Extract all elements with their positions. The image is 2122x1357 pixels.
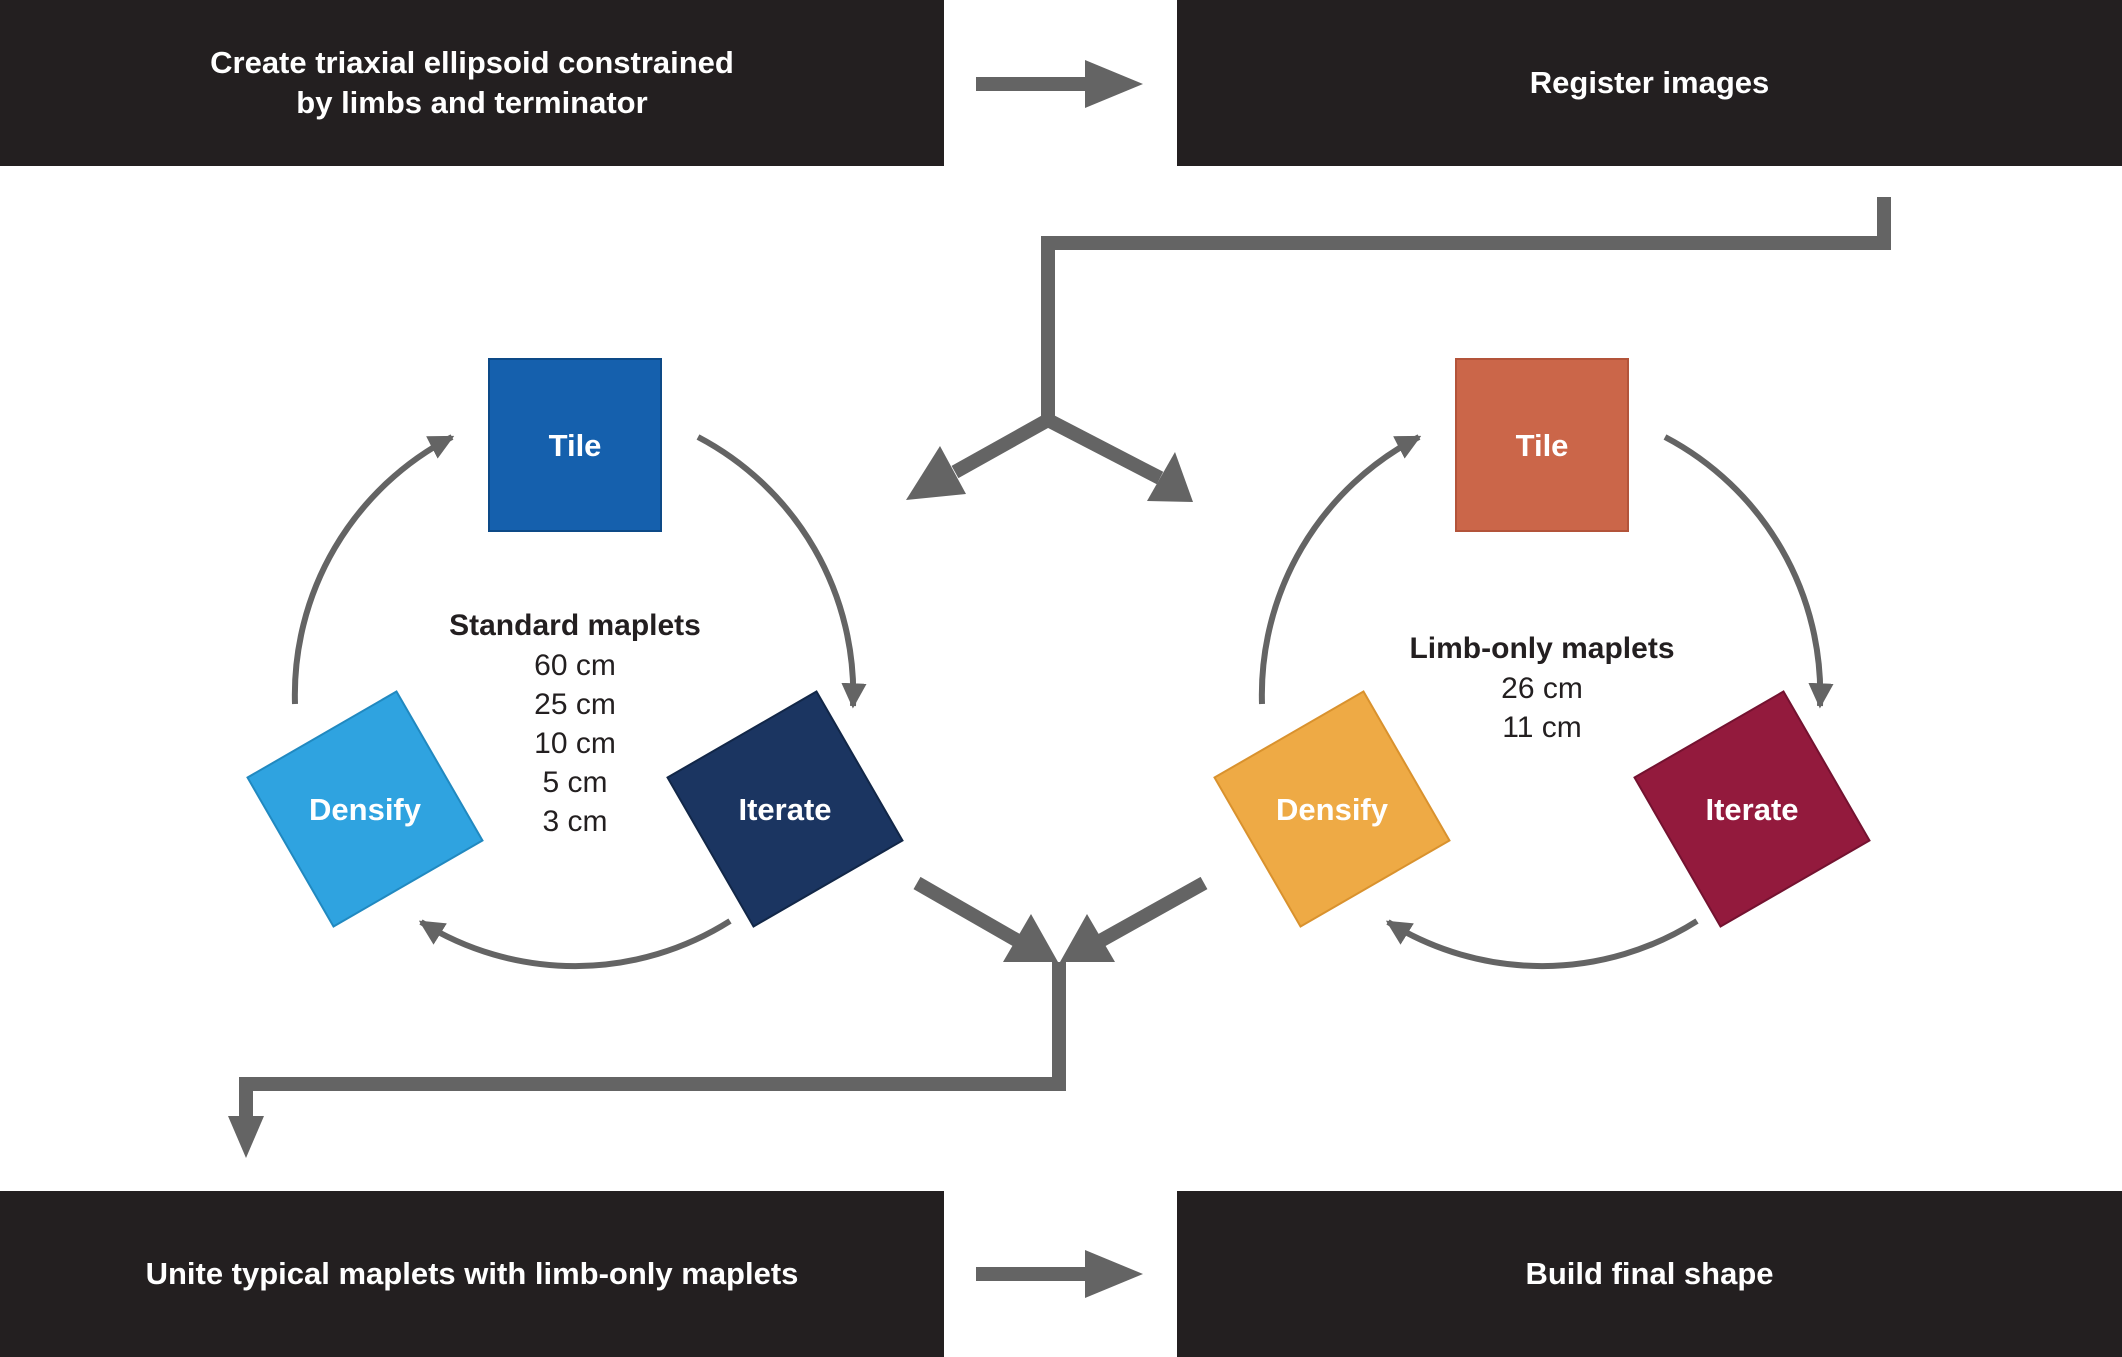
standard-densify-node: Densify [246, 690, 484, 928]
scale-label: 5 cm [542, 766, 607, 799]
limb-iterate-square [1633, 690, 1871, 928]
scale-label: 3 cm [542, 805, 607, 838]
merge-arrowhead-left [1003, 914, 1058, 962]
arrow-ellipsoid-to-register [976, 60, 1143, 108]
limb-maplets-title: Limb-only maplets [1409, 632, 1674, 665]
standard-maplets-scales: 60 cm 25 cm 10 cm 5 cm 3 cm [534, 649, 616, 838]
scale-label: 10 cm [534, 727, 616, 760]
split-arrowhead-right [1147, 452, 1193, 502]
limb-densify-square [1213, 690, 1451, 928]
standard-tile-node: Tile [488, 358, 662, 532]
standard-densify-label: Densify [309, 792, 422, 827]
limb-cycle: Tile Iterate Densify Limb-only maplets 2… [1213, 358, 1871, 970]
merge-arrowhead-down [228, 1116, 264, 1158]
limb-densify-label: Densify [1276, 792, 1389, 827]
limb-maplets-scales: 26 cm 11 cm [1501, 672, 1583, 744]
scale-label: 60 cm [534, 649, 616, 682]
step-build-final-shape: Build final shape [1177, 1191, 2122, 1357]
step-create-ellipsoid-line1: Create triaxial ellipsoid constrained [210, 45, 734, 80]
standard-iterate-label: Iterate [738, 792, 831, 827]
limb-tile-node: Tile [1455, 358, 1629, 532]
merge-connector [239, 876, 1208, 1118]
limb-tile-label: Tile [1516, 428, 1569, 463]
standard-maplets-title: Standard maplets [449, 609, 701, 642]
step-create-ellipsoid-line2: by limbs and terminator [296, 85, 648, 120]
step-unite-maplets-label: Unite typical maplets with limb-only map… [145, 1256, 799, 1291]
limb-iterate-node: Iterate [1633, 690, 1871, 928]
cycle-arrow-tile-to-iterate [696, 434, 867, 709]
limb-densify-node: Densify [1213, 690, 1451, 928]
standard-iterate-square [666, 690, 904, 928]
standard-densify-square [246, 690, 484, 928]
standard-cycle: Tile Iterate Densify Standard maplets 60… [246, 358, 904, 970]
step-register-images-label: Register images [1529, 65, 1770, 100]
split-arrowhead-left [906, 446, 966, 500]
standard-tile-square [488, 358, 662, 532]
standard-iterate-node: Iterate [666, 690, 904, 928]
cycle-arrow-densify-to-tile [291, 434, 455, 705]
step-register-images: Register images [1177, 0, 2122, 166]
split-connector [951, 197, 1891, 485]
scale-label: 25 cm [534, 688, 616, 721]
scale-label: 26 cm [1501, 672, 1583, 705]
scale-label: 11 cm [1502, 711, 1581, 744]
cycle-arrow-tile-to-iterate [1663, 434, 1834, 709]
arrow-unite-to-final [976, 1250, 1143, 1298]
cycle-arrow-densify-to-tile [1258, 434, 1422, 705]
limb-iterate-label: Iterate [1705, 792, 1798, 827]
step-unite-maplets: Unite typical maplets with limb-only map… [0, 1191, 944, 1357]
standard-tile-label: Tile [549, 428, 602, 463]
merge-arrowhead-right [1060, 914, 1115, 962]
step-create-ellipsoid: Create triaxial ellipsoid constrained by… [0, 0, 944, 166]
step-build-final-shape-label: Build final shape [1525, 1256, 1774, 1291]
cycle-arrow-iterate-to-densify [1385, 918, 1699, 970]
limb-tile-square [1455, 358, 1629, 532]
cycle-arrow-iterate-to-densify [418, 918, 732, 970]
